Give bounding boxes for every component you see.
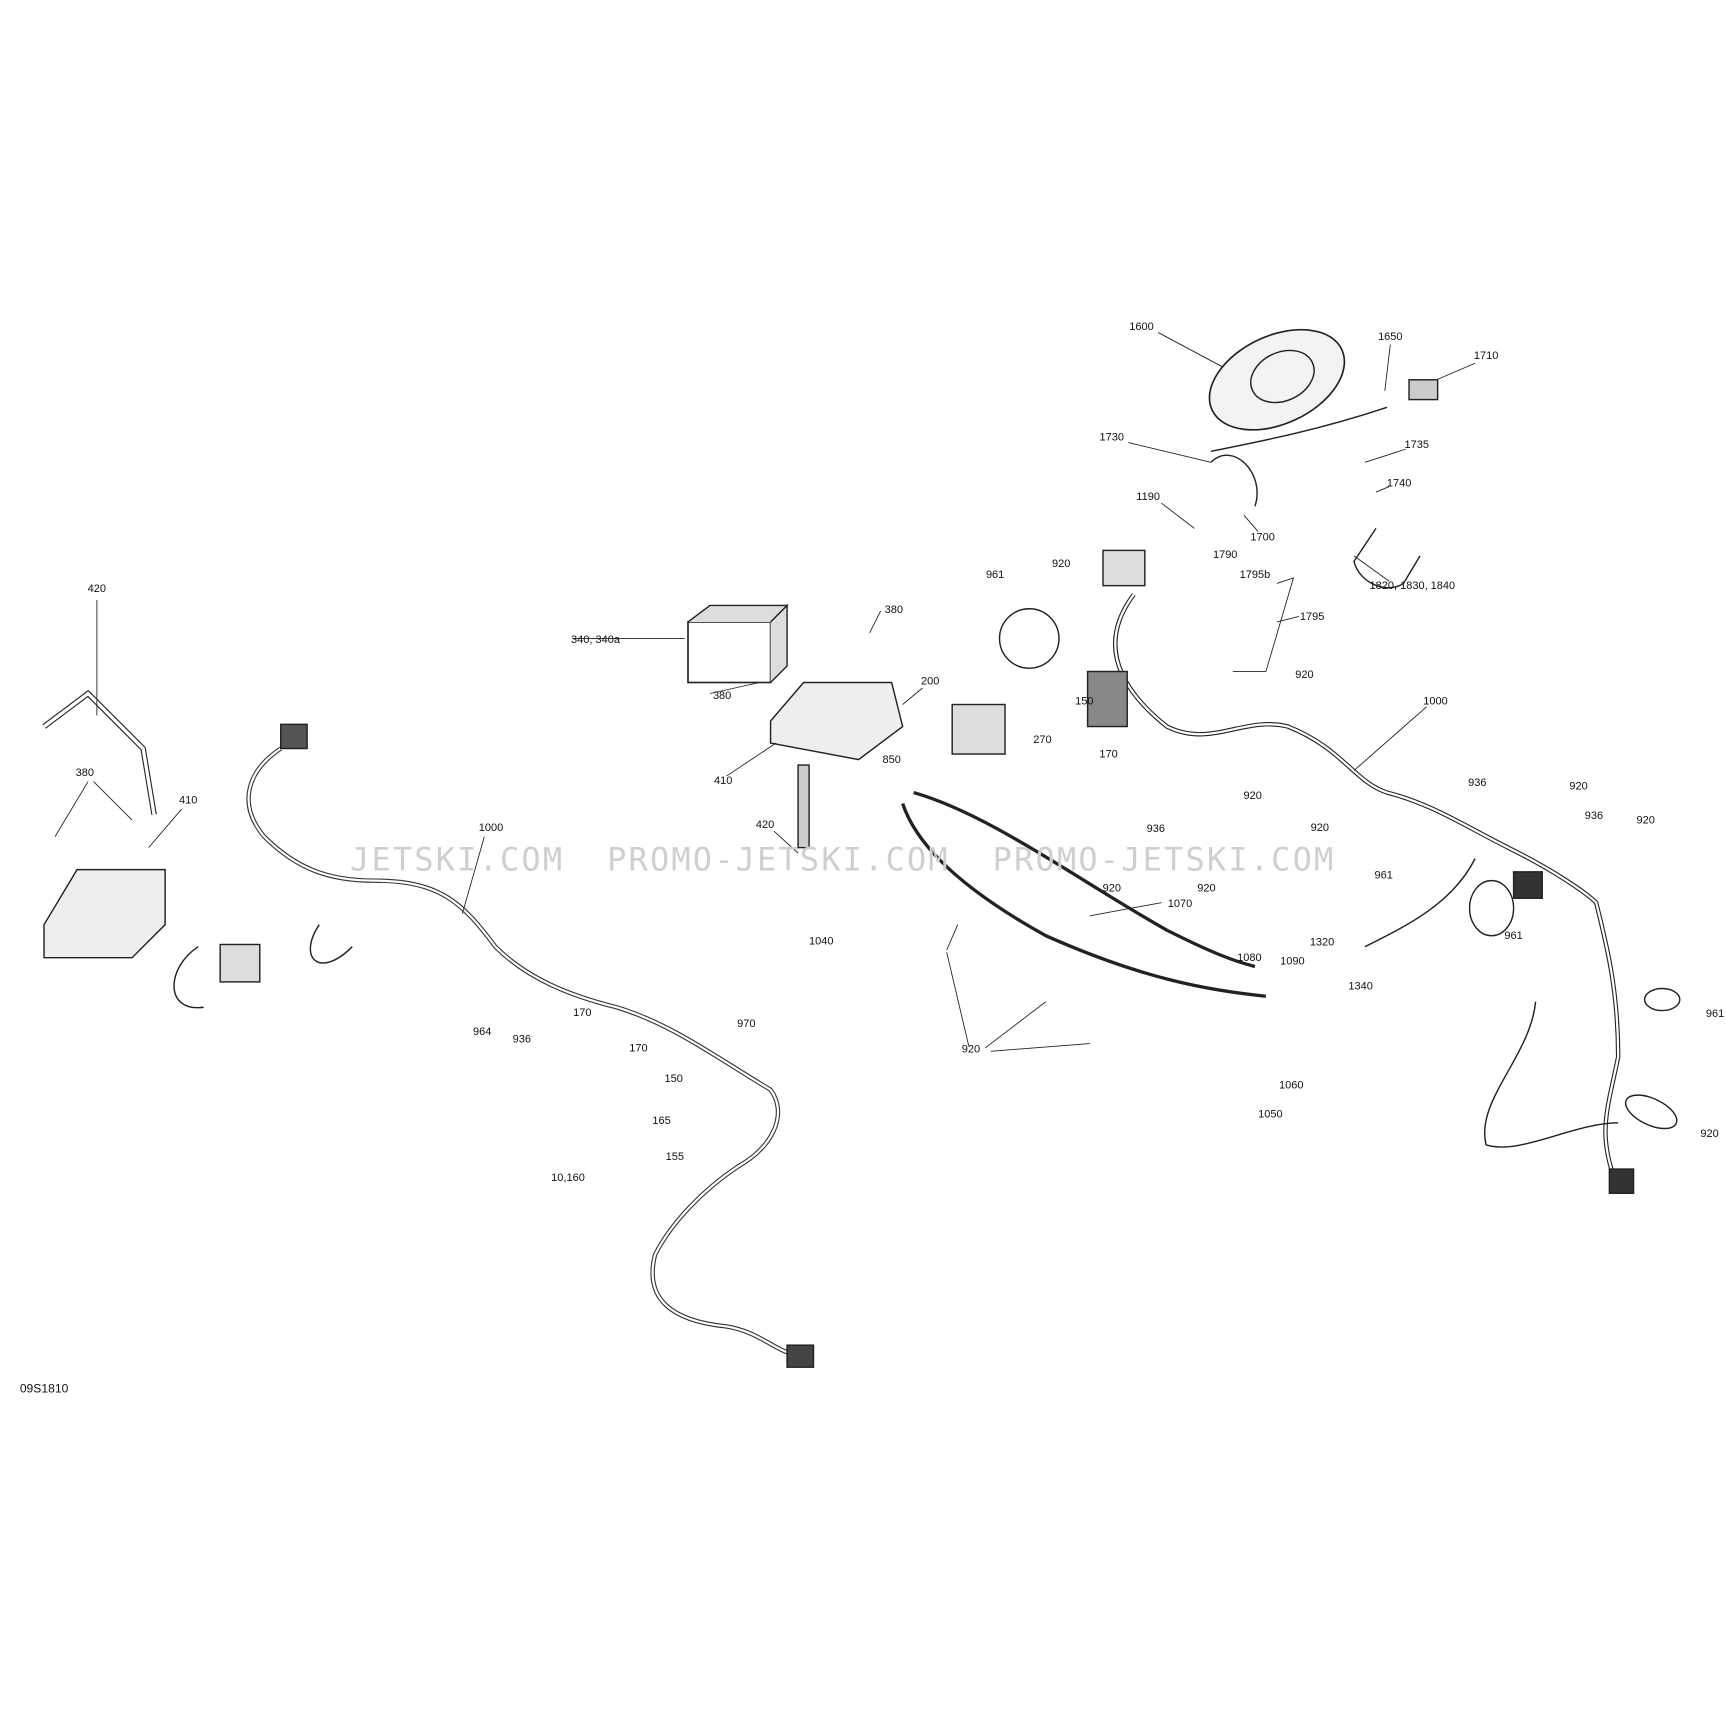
callout-label: 1040 [808, 935, 834, 948]
battery [687, 621, 772, 684]
left-connector [279, 723, 308, 750]
callout-label: 1650 [1378, 331, 1403, 344]
ring-961 [998, 608, 1060, 669]
callout-label: 1050 [1258, 1108, 1283, 1121]
callout-label: 170 [573, 1007, 592, 1020]
cable-1070 [913, 790, 1256, 969]
callout-label: 1060 [1278, 1079, 1304, 1092]
callout-label: 920 [1197, 882, 1216, 895]
callout-label: 1600 [1129, 321, 1154, 334]
callout-label: 1795b [1239, 569, 1271, 582]
callout-label: 200 [920, 675, 940, 688]
left-relay-box [219, 943, 261, 983]
callout-label: 920 [1243, 790, 1262, 803]
callout-label: 1320 [1309, 936, 1335, 949]
callout-label: 1090 [1280, 955, 1305, 968]
callout-label: 1740 [1386, 477, 1412, 490]
callout-label: 1070 [1167, 898, 1193, 911]
callout-label: 961 [1705, 1008, 1725, 1021]
callout-label: 936 [1146, 823, 1166, 836]
callout-label: 920 [1295, 669, 1314, 682]
callout-label: 380 [884, 604, 904, 617]
left-main-harness [246, 746, 799, 1359]
callout-label: 850 [882, 754, 901, 767]
callout-label: 1000 [478, 822, 504, 835]
battery-tray [769, 681, 904, 761]
callout-label: 920 [1051, 558, 1071, 571]
callout-label: 920 [961, 1043, 981, 1056]
callout-label: 380 [75, 767, 94, 780]
callout-label: 920 [1310, 822, 1330, 835]
callout-label: 1340 [1348, 980, 1373, 993]
callout-label: 936 [512, 1033, 531, 1046]
callout-label: 970 [737, 1018, 756, 1031]
callout-label: 961 [1374, 869, 1393, 882]
watermark: JETSKI.COM PROMO-JETSKI.COM PROMO-JETSKI… [350, 841, 1336, 879]
callout-label: 1730 [1099, 431, 1125, 444]
left-battery-tray [43, 868, 166, 959]
callout-label: 1710 [1473, 350, 1499, 363]
callout-label: 964 [472, 1025, 492, 1039]
callout-label: 170 [629, 1042, 648, 1055]
callout-label: 1190 [1136, 490, 1160, 504]
callout-label: 1080 [1237, 952, 1262, 965]
callout-label: 155 [665, 1151, 684, 1164]
callout-label: 150 [1075, 695, 1094, 708]
callout-label: 1000 [1423, 695, 1448, 708]
callout-label: 920 [1569, 780, 1588, 793]
callout-label: 10,160 [551, 1172, 585, 1185]
callout-label: 920 [1102, 882, 1121, 895]
callout-label: 936 [1468, 777, 1487, 790]
callout-label: 165 [652, 1115, 671, 1128]
callout-label: 410 [714, 774, 733, 788]
callout-label: 920 [1636, 814, 1655, 827]
callout-label: 340, 340a [571, 634, 621, 647]
cable-1040 [901, 803, 1267, 998]
callout-label: 920 [1700, 1128, 1719, 1141]
callout-label: 420 [87, 583, 107, 596]
callout-label: 936 [1584, 810, 1604, 823]
callout-label: 380 [712, 690, 732, 703]
callout-label: 170 [1099, 748, 1118, 761]
callout-label: 420 [755, 818, 775, 832]
callout-label: 150 [664, 1073, 683, 1086]
callout-label: 961 [985, 569, 1005, 582]
gauge-cluster [1208, 328, 1346, 431]
callout-label: 1700 [1250, 531, 1275, 544]
callout-label: 410 [179, 794, 198, 807]
callout-label: 1790 [1212, 549, 1238, 562]
diagram-code: 09S1810 [19, 1382, 69, 1396]
callout-label: 270 [1033, 734, 1052, 747]
callout-label: 961 [1504, 930, 1523, 943]
callout-label: 1795 [1299, 610, 1325, 624]
callout-label: 1735 [1404, 439, 1429, 452]
callout-label: 1820, 1830, 1840 [1369, 580, 1456, 593]
